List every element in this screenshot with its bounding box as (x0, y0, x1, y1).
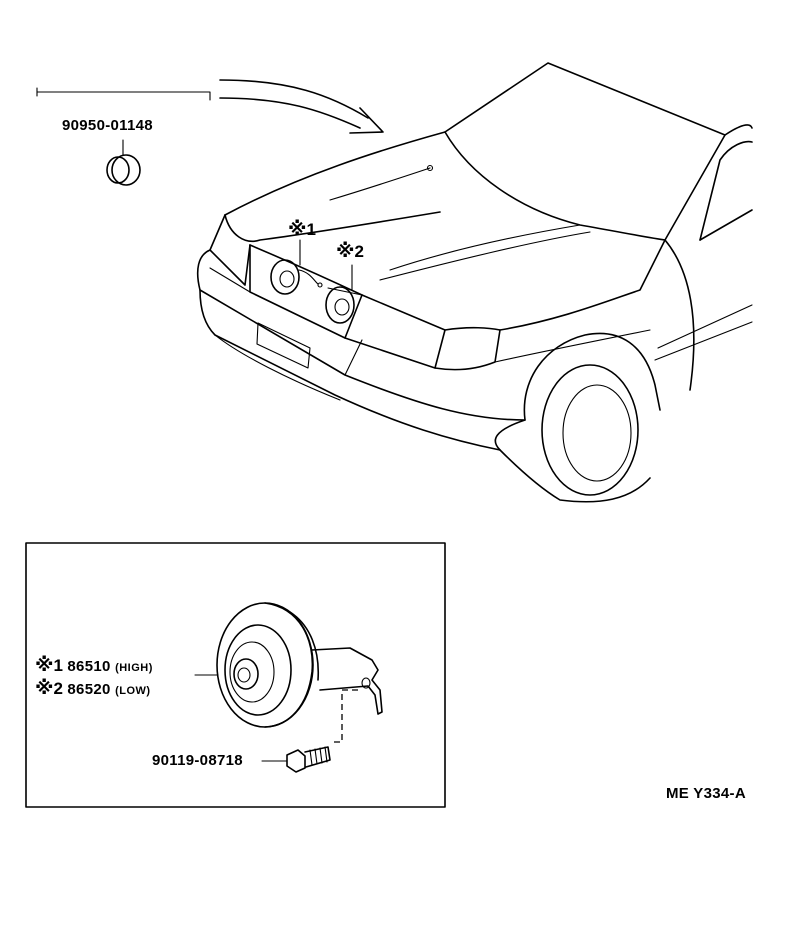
detail-box (25, 542, 446, 808)
horn-high-index: 1 (53, 656, 63, 675)
plug-part-number: 90950-01148 (62, 117, 153, 134)
horn-low-index: 2 (53, 679, 63, 698)
horn-icon (216, 602, 383, 743)
horn-low-part-number: 86520 (67, 681, 111, 698)
hole-plug-icon (106, 139, 141, 186)
horn-high-part-number: 86510 (67, 658, 111, 675)
car-front-drawing (196, 62, 753, 503)
callout-2: ※2 (336, 242, 364, 261)
callout-1-marker: ※ (288, 219, 307, 240)
callout-2-index: 2 (354, 242, 364, 261)
callout-2-marker: ※ (336, 241, 355, 262)
callout-1: ※1 (288, 220, 316, 239)
reference-leader (36, 79, 384, 134)
figure-code: ME Y334-A (666, 785, 746, 802)
callout-1-index: 1 (306, 220, 316, 239)
bolt-part-number: 90119-08718 (152, 752, 243, 769)
horn-low-label: ※2 86520 (LOW) (35, 679, 151, 698)
horn-high-marker: ※ (35, 655, 54, 676)
horn-low-marker: ※ (35, 678, 54, 699)
horn-low-note: (LOW) (115, 685, 151, 697)
horn-high-label: ※1 86510 (HIGH) (35, 656, 153, 675)
bolt-icon (286, 746, 331, 773)
horn-high-note: (HIGH) (115, 662, 153, 674)
